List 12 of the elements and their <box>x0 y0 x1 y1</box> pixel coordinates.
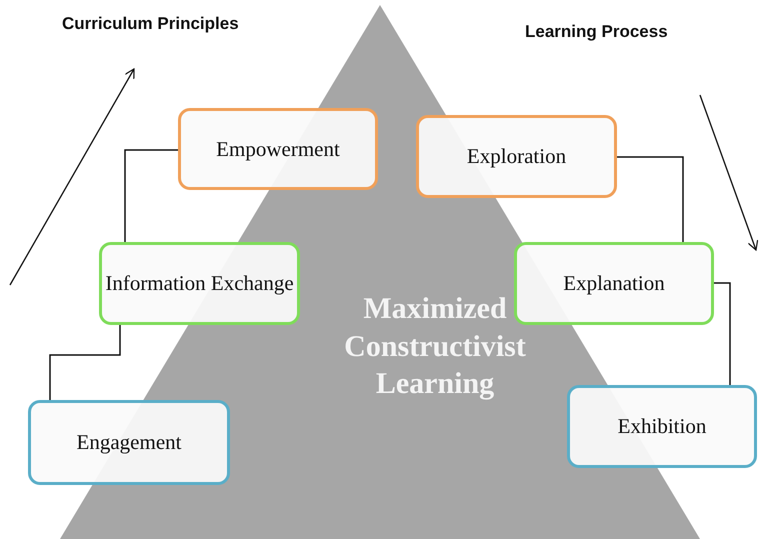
rounded-box: Exploration <box>416 115 617 198</box>
connector-line <box>617 156 684 242</box>
rounded-box: Explanation <box>514 242 714 325</box>
heading: Learning Process <box>525 22 668 42</box>
heading: Curriculum Principles <box>62 14 239 34</box>
rounded-box: Engagement <box>28 400 230 485</box>
connector-line <box>714 282 731 385</box>
connector-line <box>124 149 178 242</box>
connector-line <box>49 325 121 400</box>
rounded-box: Empowerment <box>178 108 378 190</box>
rounded-box: Information Exchange <box>99 242 300 325</box>
rounded-box: Exhibition <box>567 385 757 468</box>
